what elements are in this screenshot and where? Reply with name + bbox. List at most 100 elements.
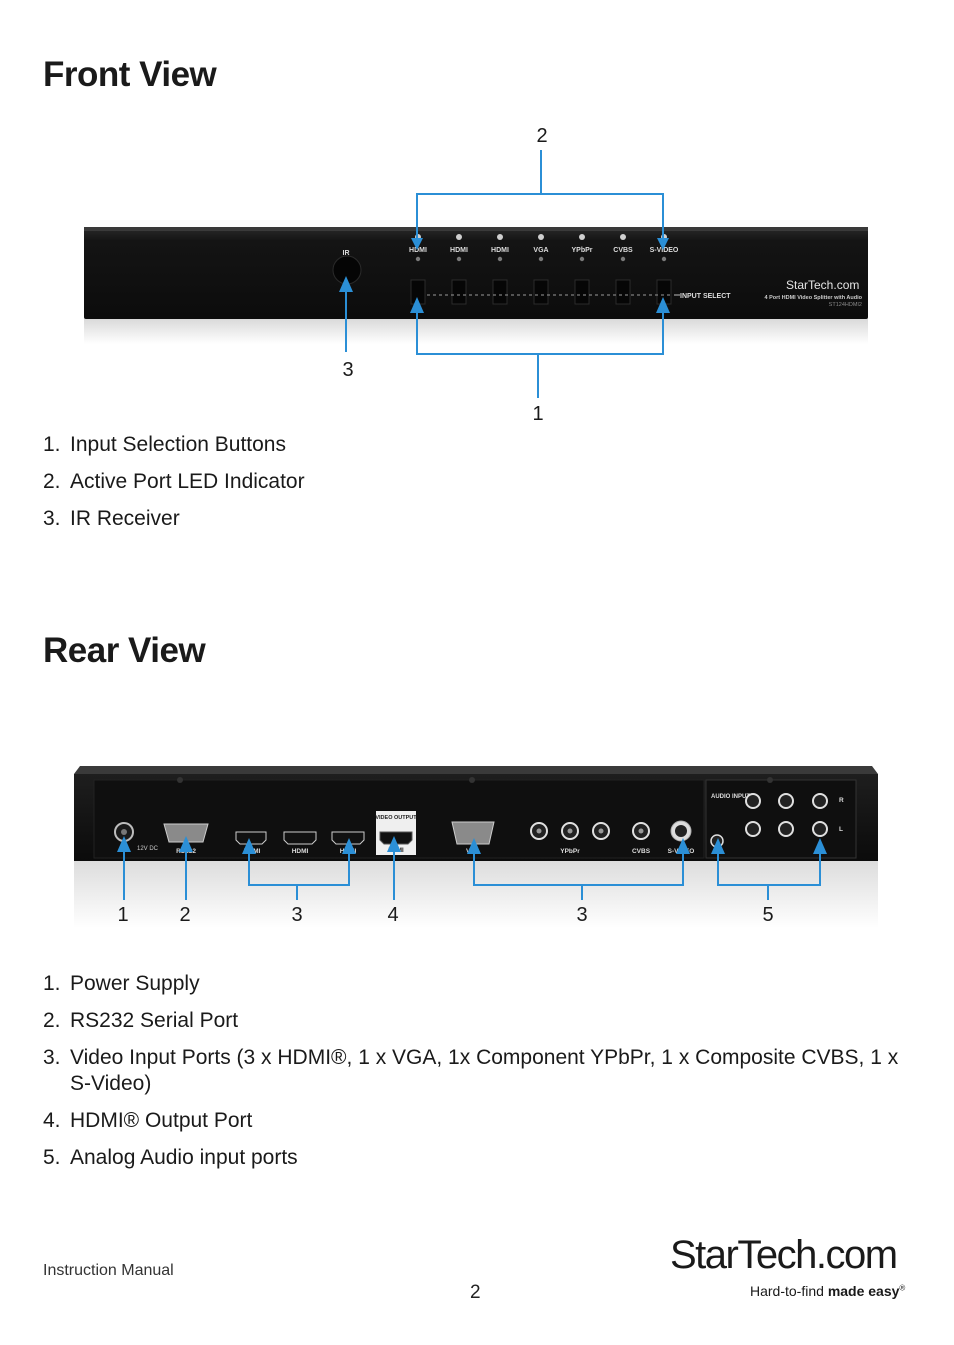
port-group-4: VGA bbox=[533, 234, 549, 305]
list-item: 3.Video Input Ports (3 x HDMI®, 1 x VGA,… bbox=[43, 1046, 899, 1095]
input-select-button bbox=[492, 279, 508, 305]
dc-label: 12V DC bbox=[137, 846, 159, 852]
front-view-list: 1.Input Selection Buttons 2.Active Port … bbox=[43, 432, 903, 543]
rear-device-top-edge bbox=[74, 766, 878, 774]
front-device-reflection bbox=[84, 318, 868, 344]
input-select-button bbox=[451, 279, 467, 305]
list-item: 5.Analog Audio input ports bbox=[43, 1146, 298, 1169]
rs232-port bbox=[163, 823, 209, 843]
ypbpr-ports bbox=[530, 822, 610, 840]
port-label: VGA bbox=[533, 247, 548, 254]
port-led bbox=[415, 256, 421, 262]
port-group-5: YPbPr bbox=[571, 234, 593, 305]
ir-label: IR bbox=[343, 250, 350, 257]
arrow-up-icon bbox=[339, 276, 353, 292]
front-device-body bbox=[84, 227, 868, 319]
logo-text: StarTech.com bbox=[670, 1233, 897, 1277]
list-item: 2.RS232 Serial Port bbox=[43, 1009, 239, 1032]
callout-1-number: 1 bbox=[117, 904, 128, 926]
ypbpr-label: YPbPr bbox=[560, 848, 580, 855]
arrow-up-icon bbox=[179, 836, 193, 852]
callout-3-number: 3 bbox=[342, 359, 353, 381]
list-item: 1.Power Supply bbox=[43, 972, 200, 995]
audio-r-label: R bbox=[839, 797, 844, 804]
port-label: YPbPr bbox=[571, 247, 592, 254]
callout-3b-number: 3 bbox=[576, 904, 587, 926]
rear-panel-audio bbox=[705, 779, 857, 859]
port-number-badge bbox=[456, 234, 462, 240]
input-select-button bbox=[615, 279, 631, 305]
callout-3a-bracket bbox=[248, 852, 350, 886]
port-label: S-VIDEO bbox=[650, 247, 679, 254]
hdmi-input-2: HDMI bbox=[283, 831, 317, 855]
port-group-2: HDMI bbox=[450, 234, 468, 305]
callout-3a-number: 3 bbox=[291, 904, 302, 926]
arrow-down-icon bbox=[657, 238, 669, 250]
arrow-up-icon bbox=[387, 836, 401, 852]
input-select-button bbox=[574, 279, 590, 305]
port-number-badge bbox=[620, 234, 626, 240]
front-device: IR HDMI HDMI HDMI VGA YPbPr CVBS S-VIDEO… bbox=[84, 227, 868, 344]
port-label: HDMI bbox=[409, 247, 427, 254]
rear-device-reflection bbox=[74, 860, 878, 928]
audio-l-label: L bbox=[839, 826, 843, 833]
rear-view-figure: 12V DC RS232 HDMI HDMI HDMI VIDEO OUTPUT… bbox=[74, 766, 878, 928]
callout-2-number: 2 bbox=[179, 904, 190, 926]
input-select-button bbox=[533, 279, 549, 305]
callout-3b-bracket bbox=[473, 852, 684, 886]
hdmi-input-label: HDMI bbox=[292, 848, 309, 855]
list-item: 3.IR Receiver bbox=[43, 507, 180, 530]
footer-tagline: Hard-to-find made easy® bbox=[750, 1283, 906, 1299]
front-view-figure: IR HDMI HDMI HDMI VGA YPbPr CVBS S-VIDEO… bbox=[84, 125, 868, 425]
callout-1-number: 1 bbox=[532, 403, 543, 425]
front-callouts: 2 1 3 bbox=[339, 125, 670, 425]
video-output-label: VIDEO OUTPUT bbox=[375, 815, 417, 821]
input-select-label: INPUT SELECT bbox=[680, 293, 731, 300]
port-label: HDMI bbox=[491, 247, 509, 254]
arrow-up-icon bbox=[117, 836, 131, 852]
rear-callouts: 1 2 3 4 3 5 bbox=[117, 836, 827, 926]
arrow-up-icon bbox=[813, 838, 827, 854]
port-number-badge bbox=[497, 234, 503, 240]
list-item: 1.Input Selection Buttons bbox=[43, 433, 286, 456]
page-number: 2 bbox=[470, 1282, 481, 1303]
arrow-up-icon bbox=[676, 838, 690, 854]
callout-1-bracket bbox=[416, 308, 664, 355]
port-led bbox=[579, 256, 585, 262]
callout-4-number: 4 bbox=[387, 904, 398, 926]
list-item: 2.Active Port LED Indicator bbox=[43, 470, 305, 493]
port-group-3: HDMI bbox=[491, 234, 509, 305]
port-led bbox=[538, 256, 544, 262]
port-led bbox=[497, 256, 503, 262]
cvbs-label: CVBS bbox=[632, 848, 651, 855]
arrow-up-icon bbox=[242, 838, 256, 854]
port-led bbox=[620, 256, 626, 262]
audio-input-label-line: AUDIO INPUT bbox=[711, 794, 750, 800]
port-led bbox=[661, 256, 667, 262]
hdmi-output-port bbox=[379, 831, 413, 845]
arrow-up-icon bbox=[467, 838, 481, 854]
rear-view-list: 1.Power Supply 2.RS232 Serial Port 3.Vid… bbox=[43, 971, 903, 1182]
port-group-6: CVBS bbox=[613, 234, 633, 305]
front-model-number: ST124HDMI2 bbox=[829, 302, 862, 308]
arrow-up-icon bbox=[410, 297, 424, 313]
callout-5-number: 5 bbox=[762, 904, 773, 926]
port-label: HDMI bbox=[450, 247, 468, 254]
port-number-badge bbox=[538, 234, 544, 240]
rear-view-heading: Rear View bbox=[43, 631, 206, 670]
front-brand: StarTech.com bbox=[786, 278, 859, 292]
port-label: CVBS bbox=[613, 247, 633, 254]
port-led bbox=[456, 256, 462, 262]
startech-logo: StarTech.com bbox=[670, 1233, 898, 1277]
front-model-desc: 4 Port HDMI Video Splitter with Audio bbox=[765, 295, 863, 301]
footer-manual-label: Instruction Manual bbox=[43, 1262, 174, 1279]
list-item: 4.HDMI® Output Port bbox=[43, 1109, 253, 1132]
arrow-up-icon bbox=[711, 838, 725, 854]
audio-rca-ports bbox=[745, 793, 828, 837]
front-view-heading: Front View bbox=[43, 55, 217, 94]
callout-2-number: 2 bbox=[536, 125, 547, 147]
arrow-up-icon bbox=[656, 297, 670, 313]
port-number-badge bbox=[579, 234, 585, 240]
arrow-down-icon bbox=[411, 238, 423, 250]
arrow-up-icon bbox=[342, 838, 356, 854]
